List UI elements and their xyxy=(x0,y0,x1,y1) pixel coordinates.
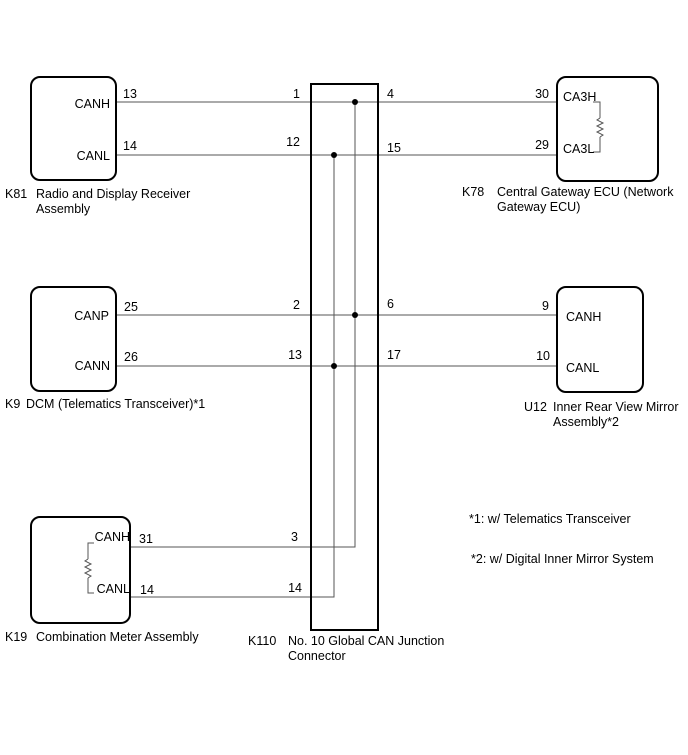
junction-dot xyxy=(331,152,337,158)
k78-resistor-lead xyxy=(593,101,601,118)
resistor-icon xyxy=(83,558,93,579)
k9-name-line1: DCM (Telematics Transceiver)*1 xyxy=(26,397,205,411)
k110-code: K110 xyxy=(248,634,276,648)
u12-pin-b-label: CANL xyxy=(566,361,599,375)
k9-code: K9 xyxy=(5,397,20,411)
junction-dots xyxy=(331,99,358,369)
u12-pin-a-number: 9 xyxy=(542,299,549,313)
u12-inner-rear-view-mirror: CANH CANL 9 10 U12 Inner Rear View Mirro… xyxy=(524,286,679,429)
u12-code: U12 xyxy=(524,400,547,414)
k19-resistor-lead xyxy=(87,578,94,594)
k110-pin-2: 2 xyxy=(293,298,300,312)
k78-resistor-lead xyxy=(593,137,601,153)
k78-name-line1: Central Gateway ECU (Network xyxy=(497,185,674,199)
junction-dot xyxy=(352,99,358,105)
k19-resistor-lead xyxy=(87,542,94,559)
k81-code: K81 xyxy=(5,187,27,201)
k110-pin-17: 17 xyxy=(387,348,401,362)
k110-name-line1: No. 10 Global CAN Junction xyxy=(288,634,444,648)
k9-pin-a-number: 25 xyxy=(124,300,138,314)
k110-pin-4: 4 xyxy=(387,87,394,101)
note-digital-mirror: *2: w/ Digital Inner Mirror System xyxy=(471,552,654,566)
k19-pin-a-label: CANH xyxy=(95,530,130,544)
k110-pin-6: 6 xyxy=(387,297,394,311)
k9-pin-b-number: 26 xyxy=(124,350,138,364)
k9-dcm: CANP CANN 25 26 K9 DCM (Telematics Trans… xyxy=(5,286,205,411)
wire-k19-canl xyxy=(130,155,335,598)
k19-combination-meter: CANH CANL 31 14 K19 Combination Meter As… xyxy=(5,516,199,644)
k110-junction-connector: 1 12 2 13 3 14 4 15 6 17 K110 No. 10 Glo… xyxy=(248,83,444,663)
note-telematics: *1: w/ Telematics Transceiver xyxy=(469,512,631,526)
k19-pin-a-number: 31 xyxy=(139,532,153,546)
u12-box xyxy=(556,286,644,393)
k9-pin-a-label: CANP xyxy=(74,309,109,323)
notes: *1: w/ Telematics Transceiver *2: w/ Dig… xyxy=(469,512,654,566)
k19-code: K19 xyxy=(5,630,27,644)
k78-code: K78 xyxy=(462,185,484,199)
k81-pin-a-number: 13 xyxy=(123,87,137,101)
k78-central-gateway-ecu: CA3H CA3L 30 29 K78 Central Gateway ECU … xyxy=(462,76,674,214)
k110-name-line2: Connector xyxy=(288,649,346,663)
k19-box xyxy=(30,516,131,624)
wire-k19-canh xyxy=(130,102,356,548)
u12-name-line2: Assembly*2 xyxy=(553,415,619,429)
k81-name-line1: Radio and Display Receiver xyxy=(36,187,190,201)
k78-pin-b-number: 29 xyxy=(535,138,549,152)
k19-name-line1: Combination Meter Assembly xyxy=(36,630,199,644)
k81-radio-display-receiver: CANH CANL 13 14 K81 Radio and Display Re… xyxy=(5,76,190,216)
k110-pin-13: 13 xyxy=(288,348,302,362)
resistor-icon xyxy=(595,117,605,138)
junction-dot xyxy=(352,312,358,318)
u12-pin-b-number: 10 xyxy=(536,349,550,363)
k110-pin-3: 3 xyxy=(291,530,298,544)
k19-pin-b-number: 14 xyxy=(140,583,154,597)
k19-pin-b-label: CANL xyxy=(97,582,130,596)
k110-pin-1: 1 xyxy=(293,87,300,101)
k81-pin-b-number: 14 xyxy=(123,139,137,153)
u12-pin-a-label: CANH xyxy=(566,310,601,324)
k81-name-line2: Assembly xyxy=(36,202,91,216)
k81-pin-b-label: CANL xyxy=(77,149,110,163)
k78-name-line2: Gateway ECU) xyxy=(497,200,580,214)
k78-box xyxy=(556,76,659,182)
k9-pin-b-label: CANN xyxy=(75,359,110,373)
junction-dot xyxy=(331,363,337,369)
k110-body xyxy=(310,83,379,631)
k110-pin-15: 15 xyxy=(387,141,401,155)
k9-box xyxy=(30,286,117,392)
k110-pin-14: 14 xyxy=(288,581,302,595)
k78-pin-a-number: 30 xyxy=(535,87,549,101)
k78-pin-a-label: CA3H xyxy=(563,90,596,104)
k81-box xyxy=(30,76,117,181)
k81-pin-a-label: CANH xyxy=(75,97,110,111)
k110-pin-12: 12 xyxy=(286,135,300,149)
k78-pin-b-label: CA3L xyxy=(563,142,594,156)
u12-name-line1: Inner Rear View Mirror xyxy=(553,400,679,414)
